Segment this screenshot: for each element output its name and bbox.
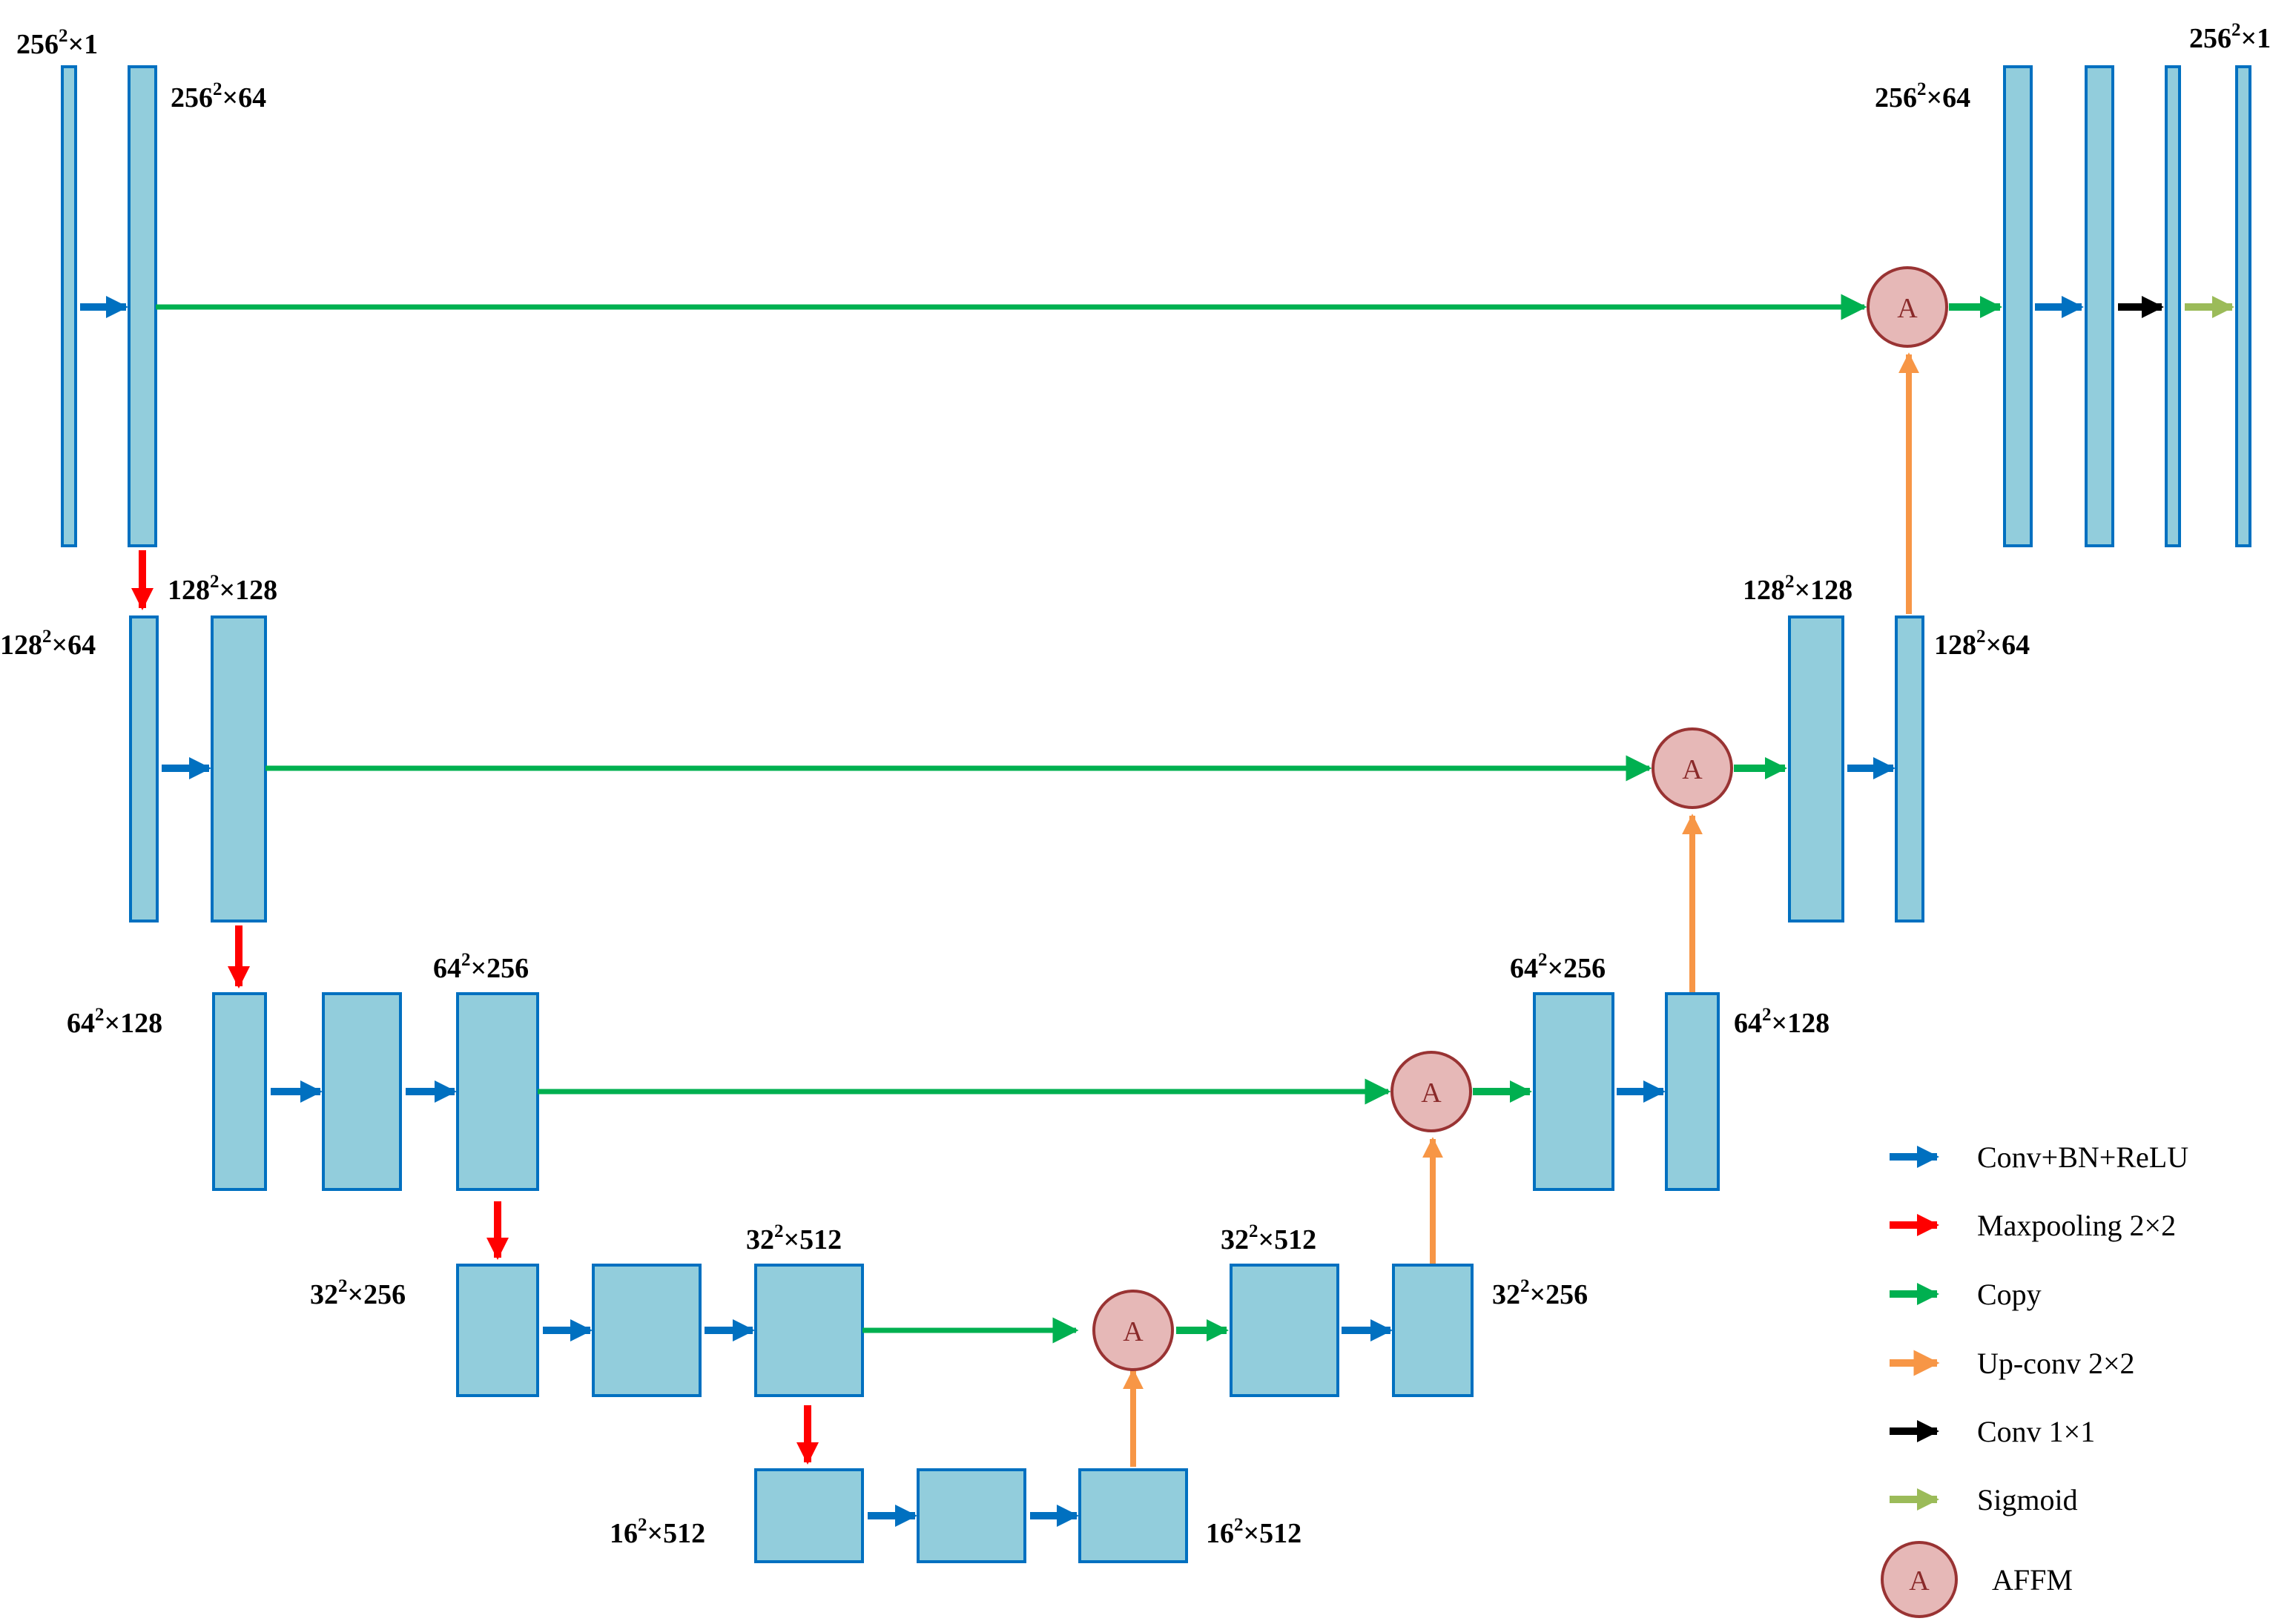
legend-item-conv: Conv+BN+ReLU — [1890, 1141, 2188, 1174]
block-l3-enc-2 — [592, 1264, 702, 1397]
label-l1-enc-a: 1282×128 — [168, 572, 277, 606]
legend-label: Up-conv 2×2 — [1977, 1347, 2135, 1380]
label-l2-enc-a: 642×256 — [433, 950, 529, 984]
legend-label: Conv+BN+ReLU — [1977, 1141, 2188, 1174]
affm-node-l2: A — [1390, 1051, 1472, 1132]
label-l4-a: 162×512 — [610, 1515, 705, 1549]
legend-label: Conv 1×1 — [1977, 1415, 2095, 1448]
legend-item-sigmoid: Sigmoid — [1890, 1483, 2078, 1516]
affm-letter: A — [1682, 754, 1703, 785]
legend-item-conv1x1: Conv 1×1 — [1890, 1415, 2095, 1448]
block-l2-enc-2 — [322, 992, 402, 1191]
label-l0-enc: 2562×64 — [171, 79, 266, 113]
label-l1-enc-b: 1282×64 — [0, 627, 96, 661]
label-l1-dec-a: 1282×128 — [1743, 572, 1852, 606]
label-l2-dec-b: 642×128 — [1734, 1005, 1830, 1039]
block-l3-dec-1 — [1230, 1264, 1339, 1397]
block-l3-enc-1 — [456, 1264, 539, 1397]
block-l0-input — [61, 65, 77, 547]
block-l1-dec-1 — [1788, 615, 1844, 922]
label-l3-dec-a: 322×512 — [1221, 1221, 1316, 1255]
affm-node-l1: A — [1652, 727, 1733, 809]
legend-label: AFFM — [1992, 1563, 2073, 1597]
legend-item-upconv: Up-conv 2×2 — [1890, 1347, 2135, 1380]
block-l0-output — [2235, 65, 2251, 547]
conv-arrows — [80, 296, 2084, 1527]
dimension-labels: 2562×1 2562×64 2562×64 2562×1 1282×128 1… — [0, 20, 2271, 1549]
affm-letter: A — [1897, 293, 1918, 324]
label-l3-dec-b: 322×256 — [1492, 1276, 1588, 1310]
block-l0-enc — [128, 65, 157, 547]
affm-node-l0: A — [1867, 266, 1948, 348]
block-l3-dec-2 — [1392, 1264, 1474, 1397]
block-l4-2 — [917, 1468, 1026, 1563]
block-l3-enc-3 — [754, 1264, 864, 1397]
label-l3-enc-a: 322×512 — [746, 1221, 842, 1255]
block-l4-1 — [754, 1468, 864, 1563]
label-l2-dec-a: 642×256 — [1510, 950, 1606, 984]
block-l2-enc-1 — [212, 992, 267, 1191]
legend-item-affm: A AFFM — [1881, 1541, 2073, 1618]
legend: Conv+BN+ReLU Maxpooling 2×2 Copy Up-conv… — [1881, 1141, 2188, 1618]
block-l2-dec-1 — [1533, 992, 1614, 1191]
label-l4-b: 162×512 — [1206, 1515, 1301, 1549]
label-l0-input: 2562×1 — [16, 26, 98, 60]
copy-arrows — [156, 294, 2002, 1344]
legend-label: Maxpooling 2×2 — [1977, 1209, 2176, 1242]
affm-letter: A — [1421, 1077, 1442, 1109]
block-l1-dec-2 — [1895, 615, 1924, 922]
block-l0-dec-1 — [2003, 65, 2033, 547]
legend-label: Copy — [1977, 1278, 2042, 1311]
label-l2-enc-b: 642×128 — [67, 1005, 162, 1039]
maxpool-arrows — [131, 550, 819, 1465]
legend-item-maxpool: Maxpooling 2×2 — [1890, 1209, 2176, 1242]
block-l2-dec-2 — [1665, 992, 1720, 1191]
block-l4-3 — [1078, 1468, 1188, 1563]
legend-label: Sigmoid — [1977, 1483, 2078, 1516]
label-l0-output: 2562×1 — [2189, 20, 2271, 54]
affm-nodes: A A A A — [1092, 266, 1948, 1371]
block-l1-enc-2 — [211, 615, 267, 922]
label-l3-enc-b: 322×256 — [310, 1276, 406, 1310]
block-l1-enc-1 — [129, 615, 159, 922]
affm-node-l3: A — [1092, 1290, 1174, 1371]
label-l0-dec: 2562×64 — [1875, 79, 1970, 113]
affm-letter: A — [1123, 1316, 1144, 1347]
affm-letter: A — [1909, 1565, 1930, 1597]
feature-blocks — [61, 65, 2251, 1563]
block-l2-enc-3 — [456, 992, 539, 1191]
legend-item-copy: Copy — [1890, 1278, 2042, 1311]
block-l0-dec-2 — [2085, 65, 2114, 547]
label-l1-dec-b: 1282×64 — [1934, 627, 2030, 661]
upconv-arrows — [1123, 352, 1919, 1467]
block-l0-dec-3 — [2165, 65, 2181, 547]
